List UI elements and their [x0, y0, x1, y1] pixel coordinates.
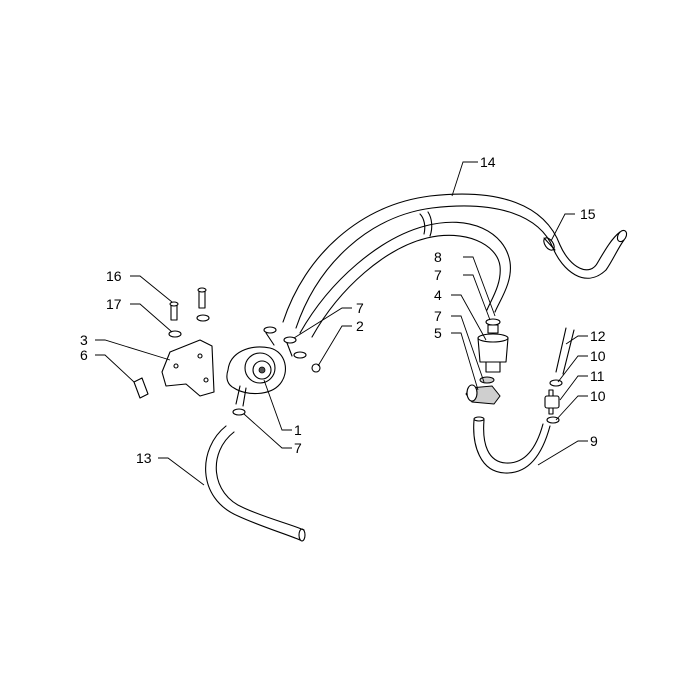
callout-16: 16 — [106, 268, 122, 284]
hose-13 — [205, 425, 306, 542]
callout-10-bottom: 10 — [590, 388, 606, 404]
callout-3: 3 — [80, 332, 88, 348]
callout-14: 14 — [480, 154, 496, 170]
callout-17: 17 — [106, 296, 122, 312]
leader-lines — [95, 161, 588, 486]
callout-9: 9 — [590, 433, 598, 449]
callout-15: 15 — [580, 206, 596, 222]
cap-5 — [465, 384, 501, 405]
callout-12: 12 — [590, 328, 606, 344]
fuel-filter-4 — [477, 318, 509, 384]
nut-6 — [133, 377, 149, 399]
bracket-3 — [161, 339, 215, 397]
hose-14 — [282, 193, 628, 329]
callout-10-top: 10 — [590, 348, 606, 364]
callout-7-bottom: 7 — [294, 440, 302, 456]
callout-6: 6 — [80, 347, 88, 363]
callout-7-pump: 7 — [356, 300, 364, 316]
pump-fittings — [232, 326, 321, 416]
callout-2: 2 — [356, 318, 364, 334]
hose-8 — [299, 211, 511, 338]
callout-1: 1 — [294, 422, 302, 438]
callout-7-hose8: 7 — [434, 267, 442, 283]
callout-13: 13 — [136, 450, 152, 466]
callout-11: 11 — [590, 368, 605, 384]
bolts-16 — [169, 287, 207, 321]
callout-labels: 14 15 8 7 4 7 5 12 10 11 10 9 16 17 3 6 … — [80, 154, 606, 466]
callout-7-filter: 7 — [434, 308, 442, 324]
hose-9 — [473, 416, 551, 474]
callout-4: 4 — [434, 287, 442, 303]
callout-5: 5 — [434, 325, 442, 341]
clamp-15 — [543, 237, 556, 251]
inline-filter-11 — [544, 327, 575, 424]
callout-8: 8 — [434, 249, 442, 265]
washers-17 — [168, 314, 210, 338]
fuel-pump-1 — [226, 346, 286, 407]
